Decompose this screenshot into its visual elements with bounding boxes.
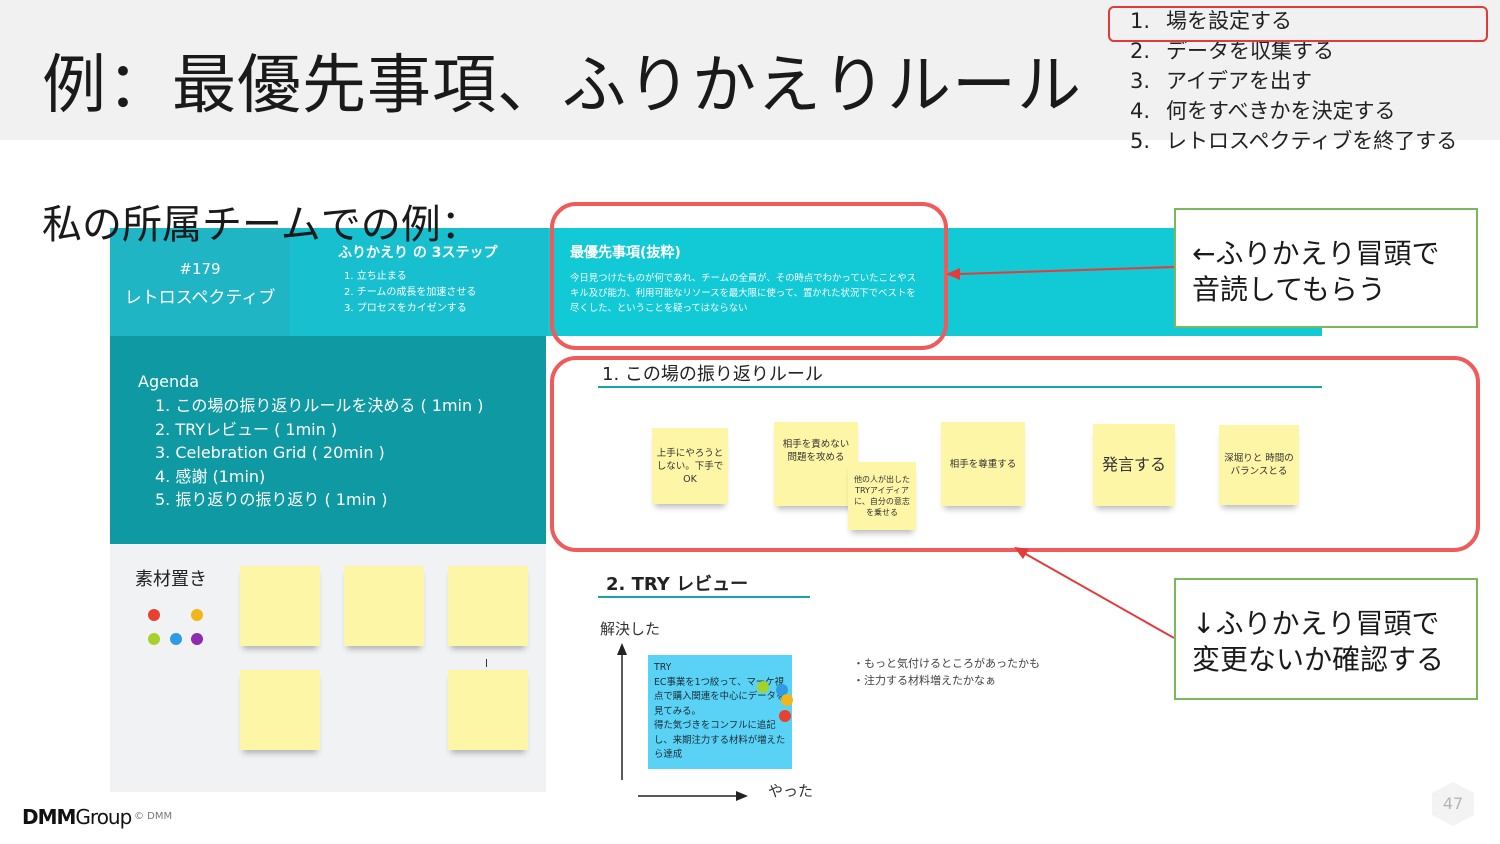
retro-id-panel: #179 レトロスペクティブ [110,228,290,336]
three-steps-list: 1. 立ち止まる 2. チームの成長を加速させる 3. プロセスをカイゼンする [344,269,476,317]
color-dot-red[interactable] [148,609,160,621]
agenda-item: 3. Celebration Grid ( 20min ) [155,443,385,462]
rules-section-divider [598,386,1322,388]
vote-dot-yellow[interactable] [781,694,793,706]
slide-subtitle: 私の所属チームでの例： [42,202,481,248]
vote-dot-blue[interactable] [776,684,788,696]
text-cursor [486,659,487,667]
rule-sticky-note[interactable]: 上手にやろうとしない。下手でOK [652,428,728,504]
three-steps-title: ふりかえり の 3ステップ [338,245,498,261]
color-dot-purple[interactable] [191,633,203,645]
three-steps-item: 2. チームの成長を加速させる [344,287,477,298]
step-item: 3.アイデアを出す [1130,69,1312,93]
material-label: 素材置き [135,569,207,590]
agenda-item: 2. TRYレビュー ( 1min ) [155,419,338,439]
rule-sticky-note[interactable]: 深堀りと 時間の バランスとる [1219,425,1299,505]
blank-sticky-note[interactable] [240,670,320,750]
retro-title: レトロスペクティブ [124,288,276,308]
try-note: ・もっと気付けるところがあったかも [853,657,1040,670]
vote-dot-green[interactable] [757,681,769,693]
try-card[interactable]: TRY EC事業を1つ絞って、マーケ視点で購入関連を中心にデータを見てみる。 得… [648,655,792,769]
step-item: 5.レトロスペクティブを終了する [1130,129,1458,153]
retro-number: #179 [179,260,221,278]
header-band [0,0,1500,140]
try-notes: ・もっと気付けるところがあったかも ・注力する材料増えたかなぁ [853,655,1040,689]
prime-directive-body: 今日見つけたものが何であれ、チームの全員が、その時点でわかっていたことやスキル及… [570,273,916,314]
step-item: 1.場を設定する [1130,9,1292,33]
rules-section-title: 1. この場の振り返りルール [602,364,823,385]
color-dot-yellow[interactable] [191,609,203,621]
try-note: ・注力する材料増えたかなぁ [853,674,996,687]
vote-dot-red[interactable] [779,710,791,722]
current-step-highlight [1108,6,1488,42]
dmm-logo: DMMGroup [22,805,132,829]
agenda-item: 4. 感謝 (1min) [155,466,266,486]
callout-bottom: ↓ふりかえり冒頭で変更ないか確認する [1174,578,1478,700]
agenda-list: 1. この場の振り返りルールを決める ( 1min ) 2. TRYレビュー (… [155,394,483,512]
rule-sticky-note[interactable]: 相手を尊重する [941,422,1025,506]
retrospective-steps-list: 1.場を設定する 2.データを収集する 3.アイデアを出す 4.何をすべきかを決… [1130,6,1457,156]
copyright: © DMM [134,811,173,822]
color-dot-blue[interactable] [170,633,182,645]
hexagon-icon [1432,782,1474,826]
three-steps-item: 1. 立ち止まる [344,271,407,282]
blank-sticky-note[interactable] [240,566,320,646]
three-steps-item: 3. プロセスをカイゼンする [344,303,467,314]
agenda-item: 1. この場の振り返りルールを決める ( 1min ) [155,396,484,415]
rules-highlight [550,356,1480,552]
prime-directive-highlight [550,202,948,350]
slide-title: 例：最優先事項、ふりかえりルール [42,49,1082,123]
agenda-title: Agenda [138,372,200,391]
try-y-axis-label: 解決した [600,620,661,638]
agenda-item: 5. 振り返りの振り返り ( 1min ) [155,490,388,509]
try-x-axis-label: やった [768,782,814,800]
prime-directive-title: 最優先事項(抜粋) [570,245,681,261]
agenda-panel: Agenda 1. この場の振り返りルールを決める ( 1min ) 2. TR… [110,336,546,544]
color-dot-green[interactable] [148,633,160,645]
blank-sticky-note[interactable] [448,670,528,750]
rule-sticky-note[interactable]: 相手を責めない 問題を攻める [774,422,858,506]
blank-sticky-note[interactable] [344,566,424,646]
step-item: 4.何をすべきかを決定する [1130,99,1396,123]
try-card-text: TRY EC事業を1つ絞って、マーケ視点で購入関連を中心にデータを見てみる。 得… [654,662,786,760]
rule-sticky-note[interactable]: 発言する [1093,424,1175,506]
page-number: 47 [1430,780,1476,828]
rule-sticky-note[interactable]: 他の人が出したTRYアイディアに、自分の意志を乗せる [848,462,916,530]
blank-sticky-note[interactable] [448,566,528,646]
try-section-title: 2. TRY レビュー [606,574,749,595]
three-steps-panel: ふりかえり の 3ステップ 1. 立ち止まる 2. チームの成長を加速させる 3… [290,228,548,336]
callout-top: ←ふりかえり冒頭で音読してもらう [1174,208,1478,328]
step-item: 2.データを収集する [1130,39,1334,63]
try-section-divider [598,596,810,598]
